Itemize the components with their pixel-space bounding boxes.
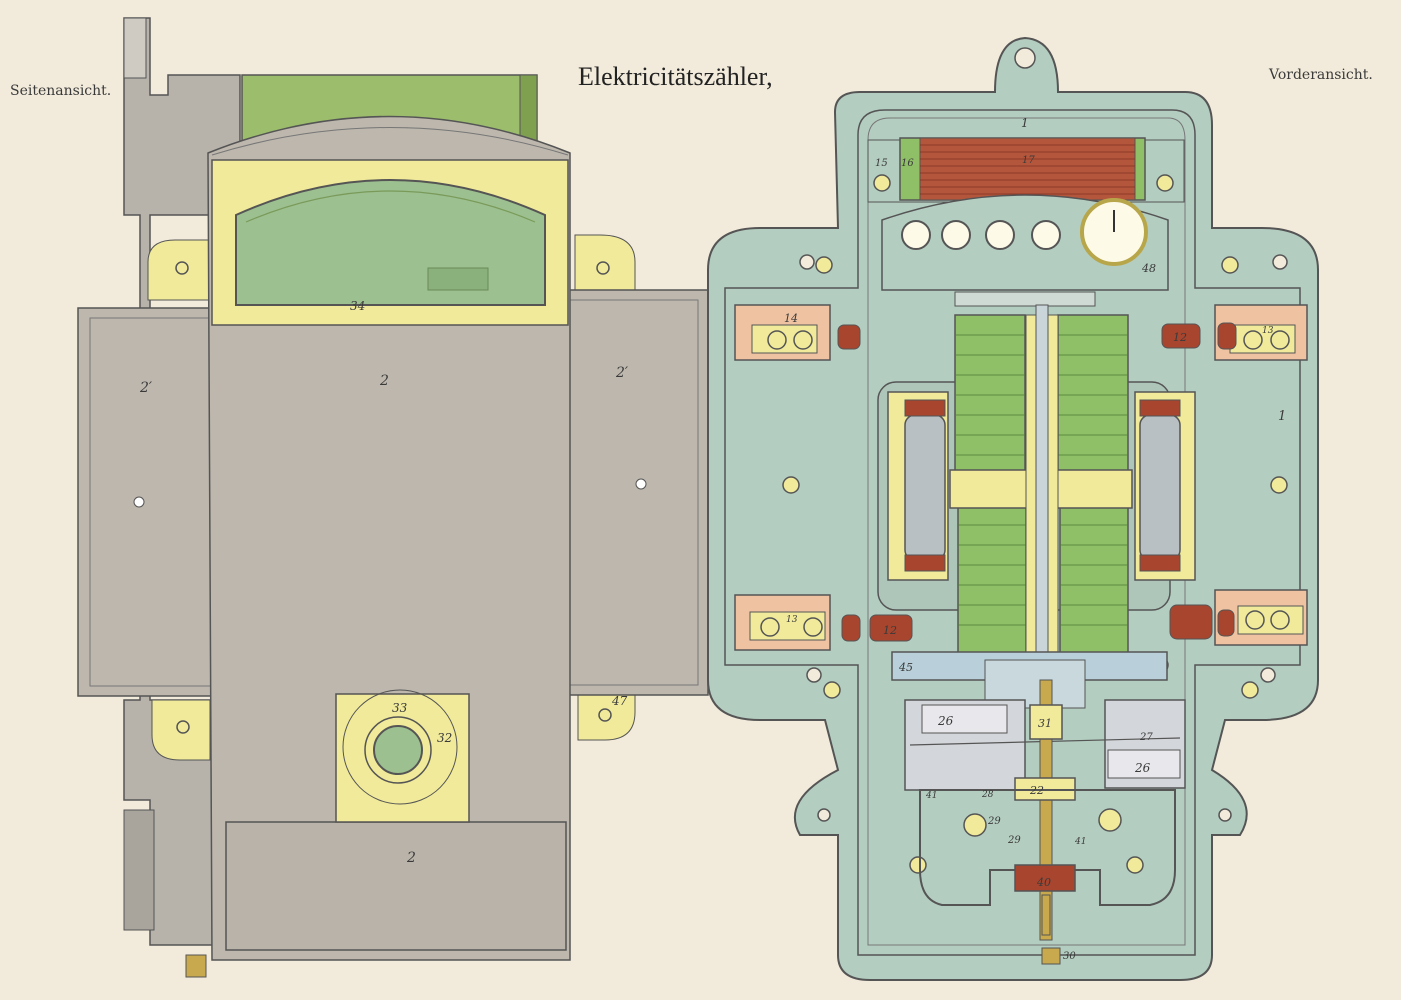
dial-2 [941, 220, 971, 250]
side-view: 34 2 2′ 2′ 33 32 2 47 [77, 17, 709, 978]
label-16: 16 [901, 158, 914, 169]
worm-31 [1029, 704, 1063, 740]
coil-upper-right [1057, 314, 1129, 474]
label-22: 22 [1029, 784, 1044, 797]
label-33: 33 [392, 701, 408, 715]
label-12-tr: 12 [1173, 331, 1187, 344]
label-45: 45 [898, 661, 913, 674]
label-30: 30 [1063, 951, 1076, 962]
label-2-bottom: 2 [406, 850, 416, 866]
jewel-40 [1014, 864, 1076, 892]
label-14: 14 [784, 312, 798, 325]
flap-left [77, 307, 229, 697]
side-view-caption: Seitenansicht. [10, 83, 112, 99]
label-2-left: 2′ [139, 380, 153, 396]
label-27: 27 [1139, 732, 1153, 743]
label-17: 17 [1022, 155, 1035, 166]
tab-top-right [574, 234, 636, 301]
cover-body [207, 115, 571, 961]
dial-1 [901, 220, 931, 250]
label-41-left: 41 [925, 791, 937, 801]
label-2-right: 2′ [615, 365, 629, 381]
front-view-caption: Vorderansicht. [1269, 67, 1373, 83]
dial-3 [985, 220, 1015, 250]
page-title: Elektricitätszähler, [578, 62, 773, 91]
flap-right [564, 289, 709, 696]
label-41-right: 41 [1074, 837, 1086, 847]
label-28: 28 [981, 790, 994, 800]
resistor-bottom-right [1169, 604, 1213, 640]
label-13-tr: 13 [1262, 326, 1274, 336]
coil-lower-right [1059, 504, 1129, 654]
label-13-bl: 13 [786, 615, 798, 625]
label-1-top: 1 [1021, 116, 1029, 130]
front-view: 1 15 16 17 48 14 12 13 1 13 12 45 26 31 … [707, 36, 1319, 981]
window-glass [235, 179, 546, 306]
resistor-top-right [1161, 323, 1201, 349]
resistor-top-left [837, 324, 861, 350]
tab-bottom-left [151, 699, 211, 761]
label-40: 40 [1036, 876, 1051, 889]
label-2-top: 2 [379, 373, 389, 389]
label-47: 47 [611, 694, 628, 708]
tab-bottom-right [577, 689, 636, 741]
label-26-left: 26 [937, 714, 954, 728]
label-29-a: 29 [987, 816, 1001, 827]
label-32: 32 [437, 731, 452, 745]
label-26-right: 26 [1134, 761, 1151, 775]
label-48: 48 [1141, 262, 1156, 275]
coil-upper-left [954, 314, 1026, 474]
dial-4 [1031, 220, 1061, 250]
label-12-bl: 12 [883, 624, 897, 637]
tab-top-left [147, 239, 211, 301]
label-31: 31 [1038, 717, 1052, 730]
label-29-b: 29 [1007, 835, 1021, 846]
label-1-right: 1 [1278, 409, 1286, 424]
label-15: 15 [875, 158, 888, 169]
coil-lower-left [957, 504, 1027, 654]
resistor-bottom-left [869, 614, 913, 642]
label-34: 34 [350, 299, 365, 313]
